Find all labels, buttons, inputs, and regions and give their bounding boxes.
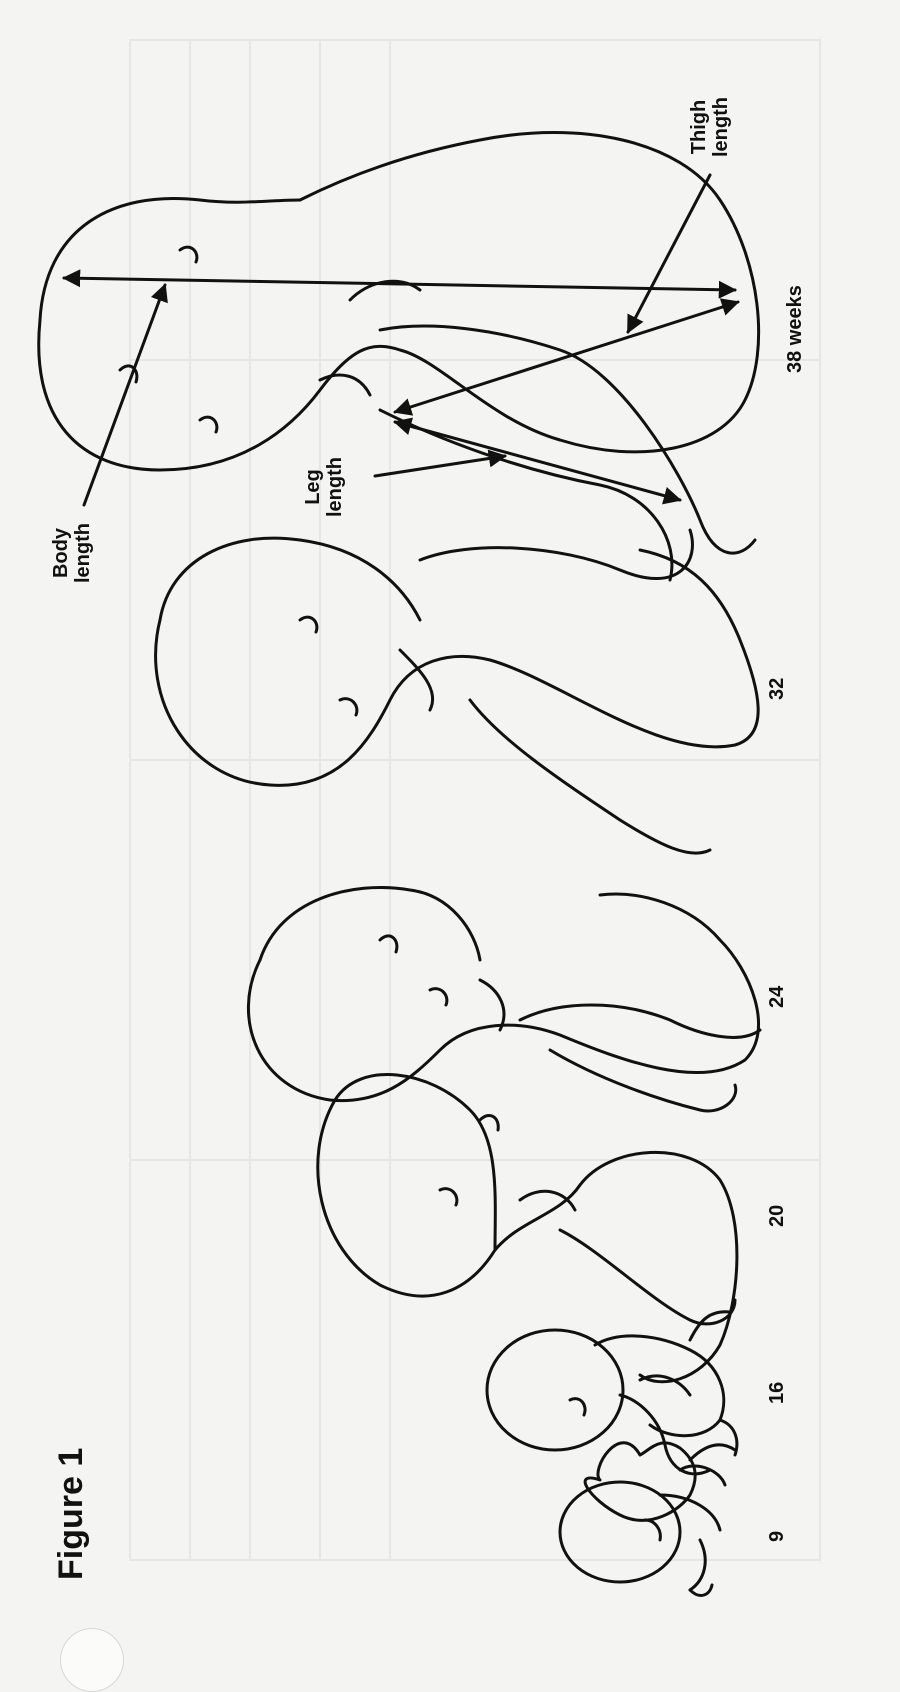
punch-hole	[60, 1628, 124, 1692]
thigh-length-label: Thigh length	[688, 97, 732, 157]
stage-label-9: 9	[766, 1531, 789, 1542]
fetus-32-weeks	[156, 530, 759, 853]
leg-length-label: Leg length	[302, 457, 346, 517]
bleed-through-table	[130, 40, 820, 1560]
figure-title: Figure 1	[52, 1448, 91, 1580]
stage-label-16: 16	[766, 1382, 789, 1404]
fetus-24-weeks	[248, 888, 760, 1111]
leg-length-arrow	[375, 422, 680, 500]
fetus-9-weeks	[560, 1443, 735, 1596]
stage-label-24: 24	[766, 986, 789, 1008]
body-length-label: Body length	[50, 523, 94, 583]
fetus-38-weeks	[39, 133, 759, 581]
stage-label-32: 32	[766, 678, 789, 700]
stage-label-38-weeks: 38 weeks	[784, 285, 807, 373]
stage-label-20: 20	[766, 1205, 789, 1227]
